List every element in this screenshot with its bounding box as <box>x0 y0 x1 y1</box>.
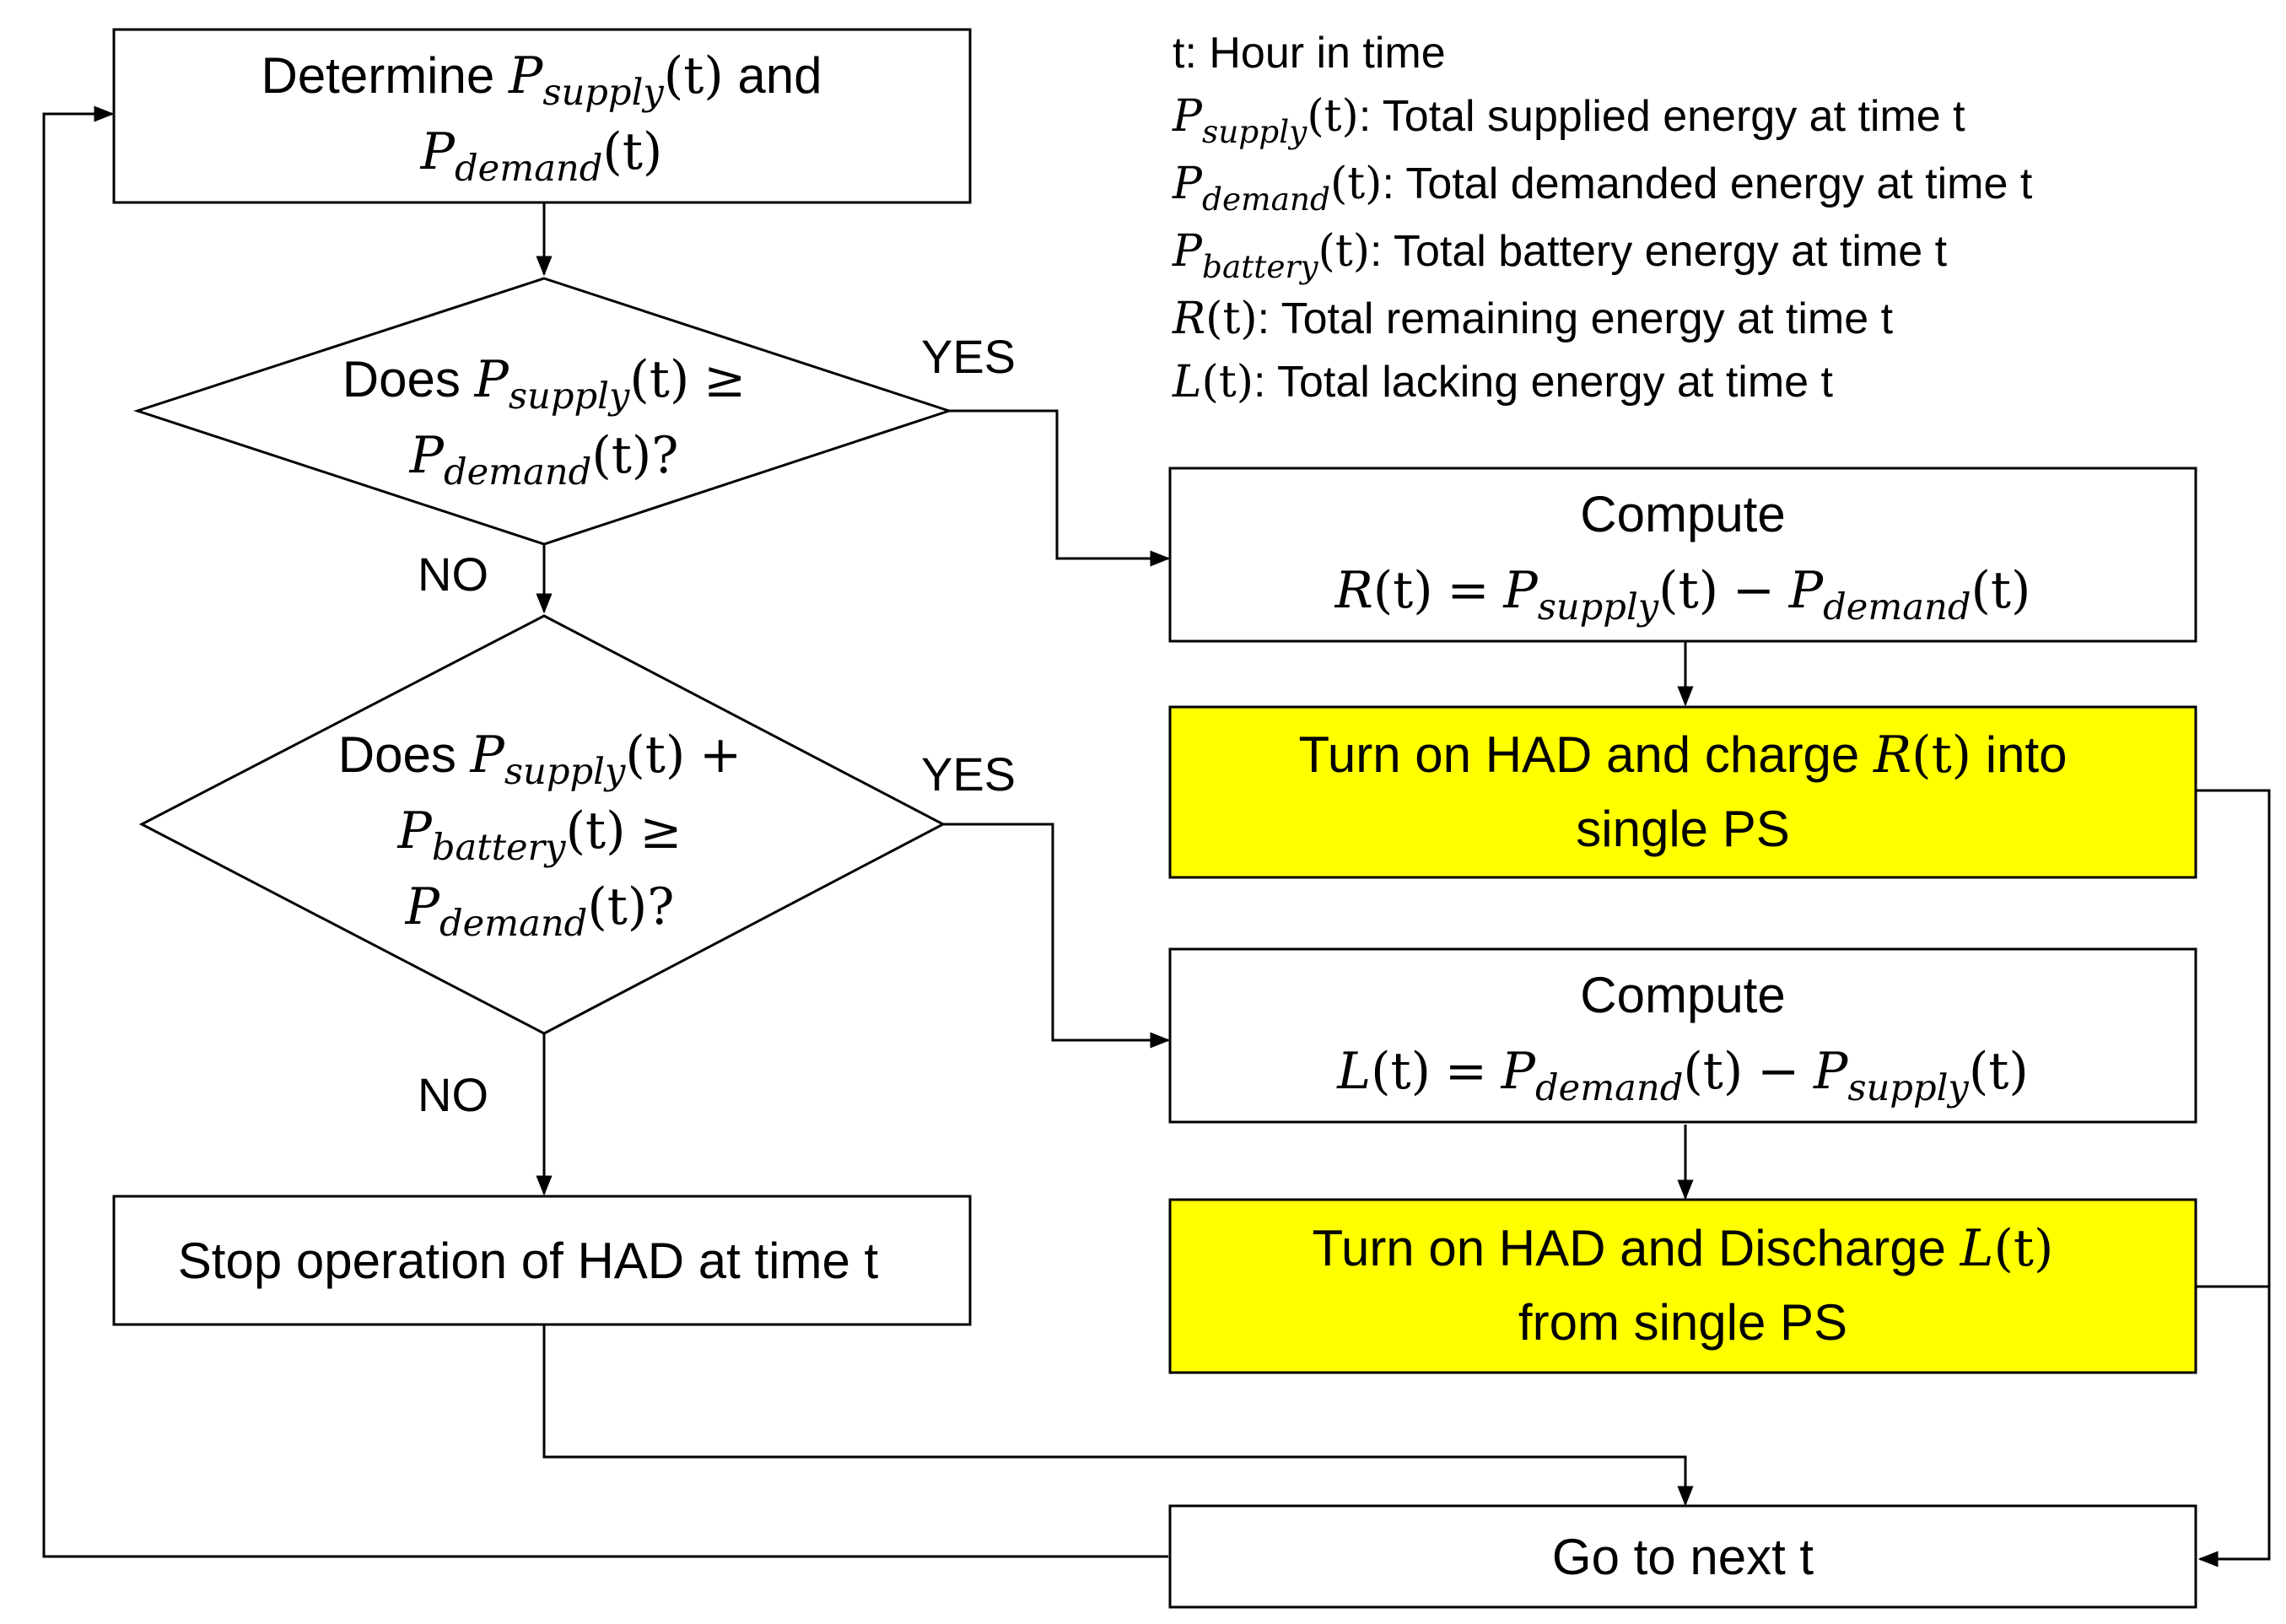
legend-line-remaining: R(t): Total remaining energy at time t <box>1172 294 1894 344</box>
edge-next-determine <box>42 105 1168 1558</box>
decision2-line3: Pdemand(t)? <box>405 877 675 945</box>
decision1-line2: Pdemand(t)? <box>409 426 679 494</box>
decision2-line1: Does Psupply(t) + <box>338 726 742 793</box>
label-no-1: NO <box>418 548 488 601</box>
legend-line-lacking: L(t): Total lacking energy at time t <box>1172 357 1834 407</box>
edge-stop-next <box>542 1325 1694 1507</box>
node-compute-l: Compute L(t) = Pdemand(t) − Psupply(t) <box>1168 947 2197 1124</box>
edge-decision2-compute-l <box>943 823 1171 1049</box>
stop-text: Stop operation of HAD at time t <box>178 1233 879 1289</box>
connectors <box>42 105 2271 1567</box>
legend-line-demand: Pdemand(t): Total demanded energy at tim… <box>1172 159 2033 218</box>
node-decision2: Does Psupply(t) + Pbattery(t) ≥ Pdemand(… <box>138 614 946 1035</box>
edge-charge-next <box>2196 789 2271 1567</box>
compute-l-formula: L(t) = Pdemand(t) − Psupply(t) <box>1336 1042 2029 1109</box>
decision1-line1: Does Psupply(t) ≥ <box>342 350 747 418</box>
node-compute-r: Compute R(t) = Psupply(t) − Pdemand(t) <box>1168 467 2197 643</box>
discharge-line2: from single PS <box>1518 1294 1847 1351</box>
label-yes-2: YES <box>921 747 1016 801</box>
node-decision1: Does Psupply(t) ≥ Pdemand(t)? <box>133 277 953 546</box>
edge-labels: YES NO YES NO <box>418 330 1016 1121</box>
legend-line-battery: Pbattery(t): Total battery energy at tim… <box>1172 226 1948 285</box>
compute-r-formula: R(t) = Psupply(t) − Pdemand(t) <box>1334 561 2031 629</box>
node-charge: Turn on HAD and charge R(t) into single … <box>1168 705 2197 879</box>
edge-decision1-compute-r <box>949 409 1171 567</box>
compute-r-title: Compute <box>1580 486 1785 542</box>
next-text: Go to next t <box>1552 1529 1814 1585</box>
node-discharge: Turn on HAD and Discharge L(t) from sing… <box>1168 1198 2197 1374</box>
charge-line2: single PS <box>1576 801 1789 857</box>
decision2-line2: Pbattery(t) ≥ <box>397 801 682 869</box>
label-no-2: NO <box>418 1068 488 1121</box>
determine-line1: Determine Psupply(t) and <box>261 46 822 114</box>
charge-line1: Turn on HAD and charge R(t) into <box>1298 726 2067 785</box>
node-stop: Stop operation of HAD at time t <box>112 1195 972 1326</box>
discharge-line1: Turn on HAD and Discharge L(t) <box>1313 1219 2054 1278</box>
legend-line-t: t: Hour in time <box>1173 29 1446 78</box>
determine-line2: Pdemand(t) <box>420 122 663 190</box>
legend: t: Hour in time Psupply(t): Total suppli… <box>1172 29 2033 407</box>
label-yes-1: YES <box>921 330 1016 383</box>
node-next: Go to next t <box>1168 1504 2197 1609</box>
legend-line-supply: Psupply(t): Total supplied energy at tim… <box>1172 91 1965 150</box>
node-determine: Determine Psupply(t) and Pdemand(t) <box>112 28 972 204</box>
compute-l-title: Compute <box>1580 967 1785 1023</box>
